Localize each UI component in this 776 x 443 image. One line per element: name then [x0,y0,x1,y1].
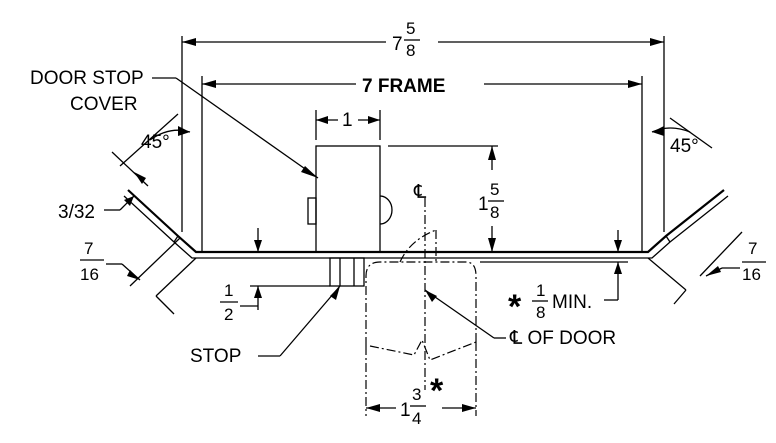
gauge-dimension [104,151,149,211]
min-clearance-den: 8 [536,303,545,322]
min-clearance-star: * [508,288,522,326]
centerline-door-leader [424,289,506,339]
door-phantom-outline [365,229,477,416]
angle-right-dimension [651,117,713,149]
cover-height-whole: 1 [478,194,489,215]
return-right-den: 16 [742,265,761,284]
frame-profile [123,189,729,259]
angle-right-label: 45° [670,136,699,157]
cover-height-num: 5 [490,180,499,199]
cover-height-dimension [388,145,498,252]
door-thickness-dimension [366,404,476,412]
stop-height-num: 1 [224,281,233,300]
star-note: * [430,372,444,410]
return-left-num: 7 [84,239,93,258]
centerline-door-label: ℄ OF DOOR [509,328,616,349]
overall-width-whole: 7 [392,34,403,55]
gauge-label: 3/32 [58,202,95,223]
door-thickness-whole: 1 [400,400,411,421]
overall-width-num: 5 [406,19,415,38]
cover-width-label: 1 [342,110,353,131]
cover-height-den: 8 [490,203,499,222]
min-clearance-dimension [480,230,628,301]
stop-leader [258,285,341,357]
overall-width-den: 8 [406,41,415,60]
return-left-den: 16 [80,265,99,284]
stop-height-den: 2 [224,305,233,324]
stop-label: STOP [190,346,241,367]
frame-width-dimension [201,76,643,252]
door-stop-cover-leader [152,77,319,179]
stop-shape [329,257,365,287]
door-thickness-num: 3 [412,385,421,404]
min-clearance-num: 1 [536,281,545,300]
centerline-symbol: ℄ [413,182,427,203]
return-left-dimension [106,237,197,315]
return-right-dimension [647,231,743,305]
stop-height-dimension [240,228,330,310]
door-thickness-den: 4 [412,409,421,428]
min-clearance-suffix: MIN. [552,292,592,313]
angle-left-dimension [119,113,191,167]
return-right-num: 7 [748,239,757,258]
door-stop-cover-shape [307,145,393,253]
angle-left-label: 45° [141,132,170,153]
frame-label: 7 FRAME [362,76,445,97]
door-stop-cover-label-1: DOOR STOP [30,68,144,89]
door-stop-cover-label-2: COVER [70,94,138,115]
cover-width-dimension [315,110,381,140]
